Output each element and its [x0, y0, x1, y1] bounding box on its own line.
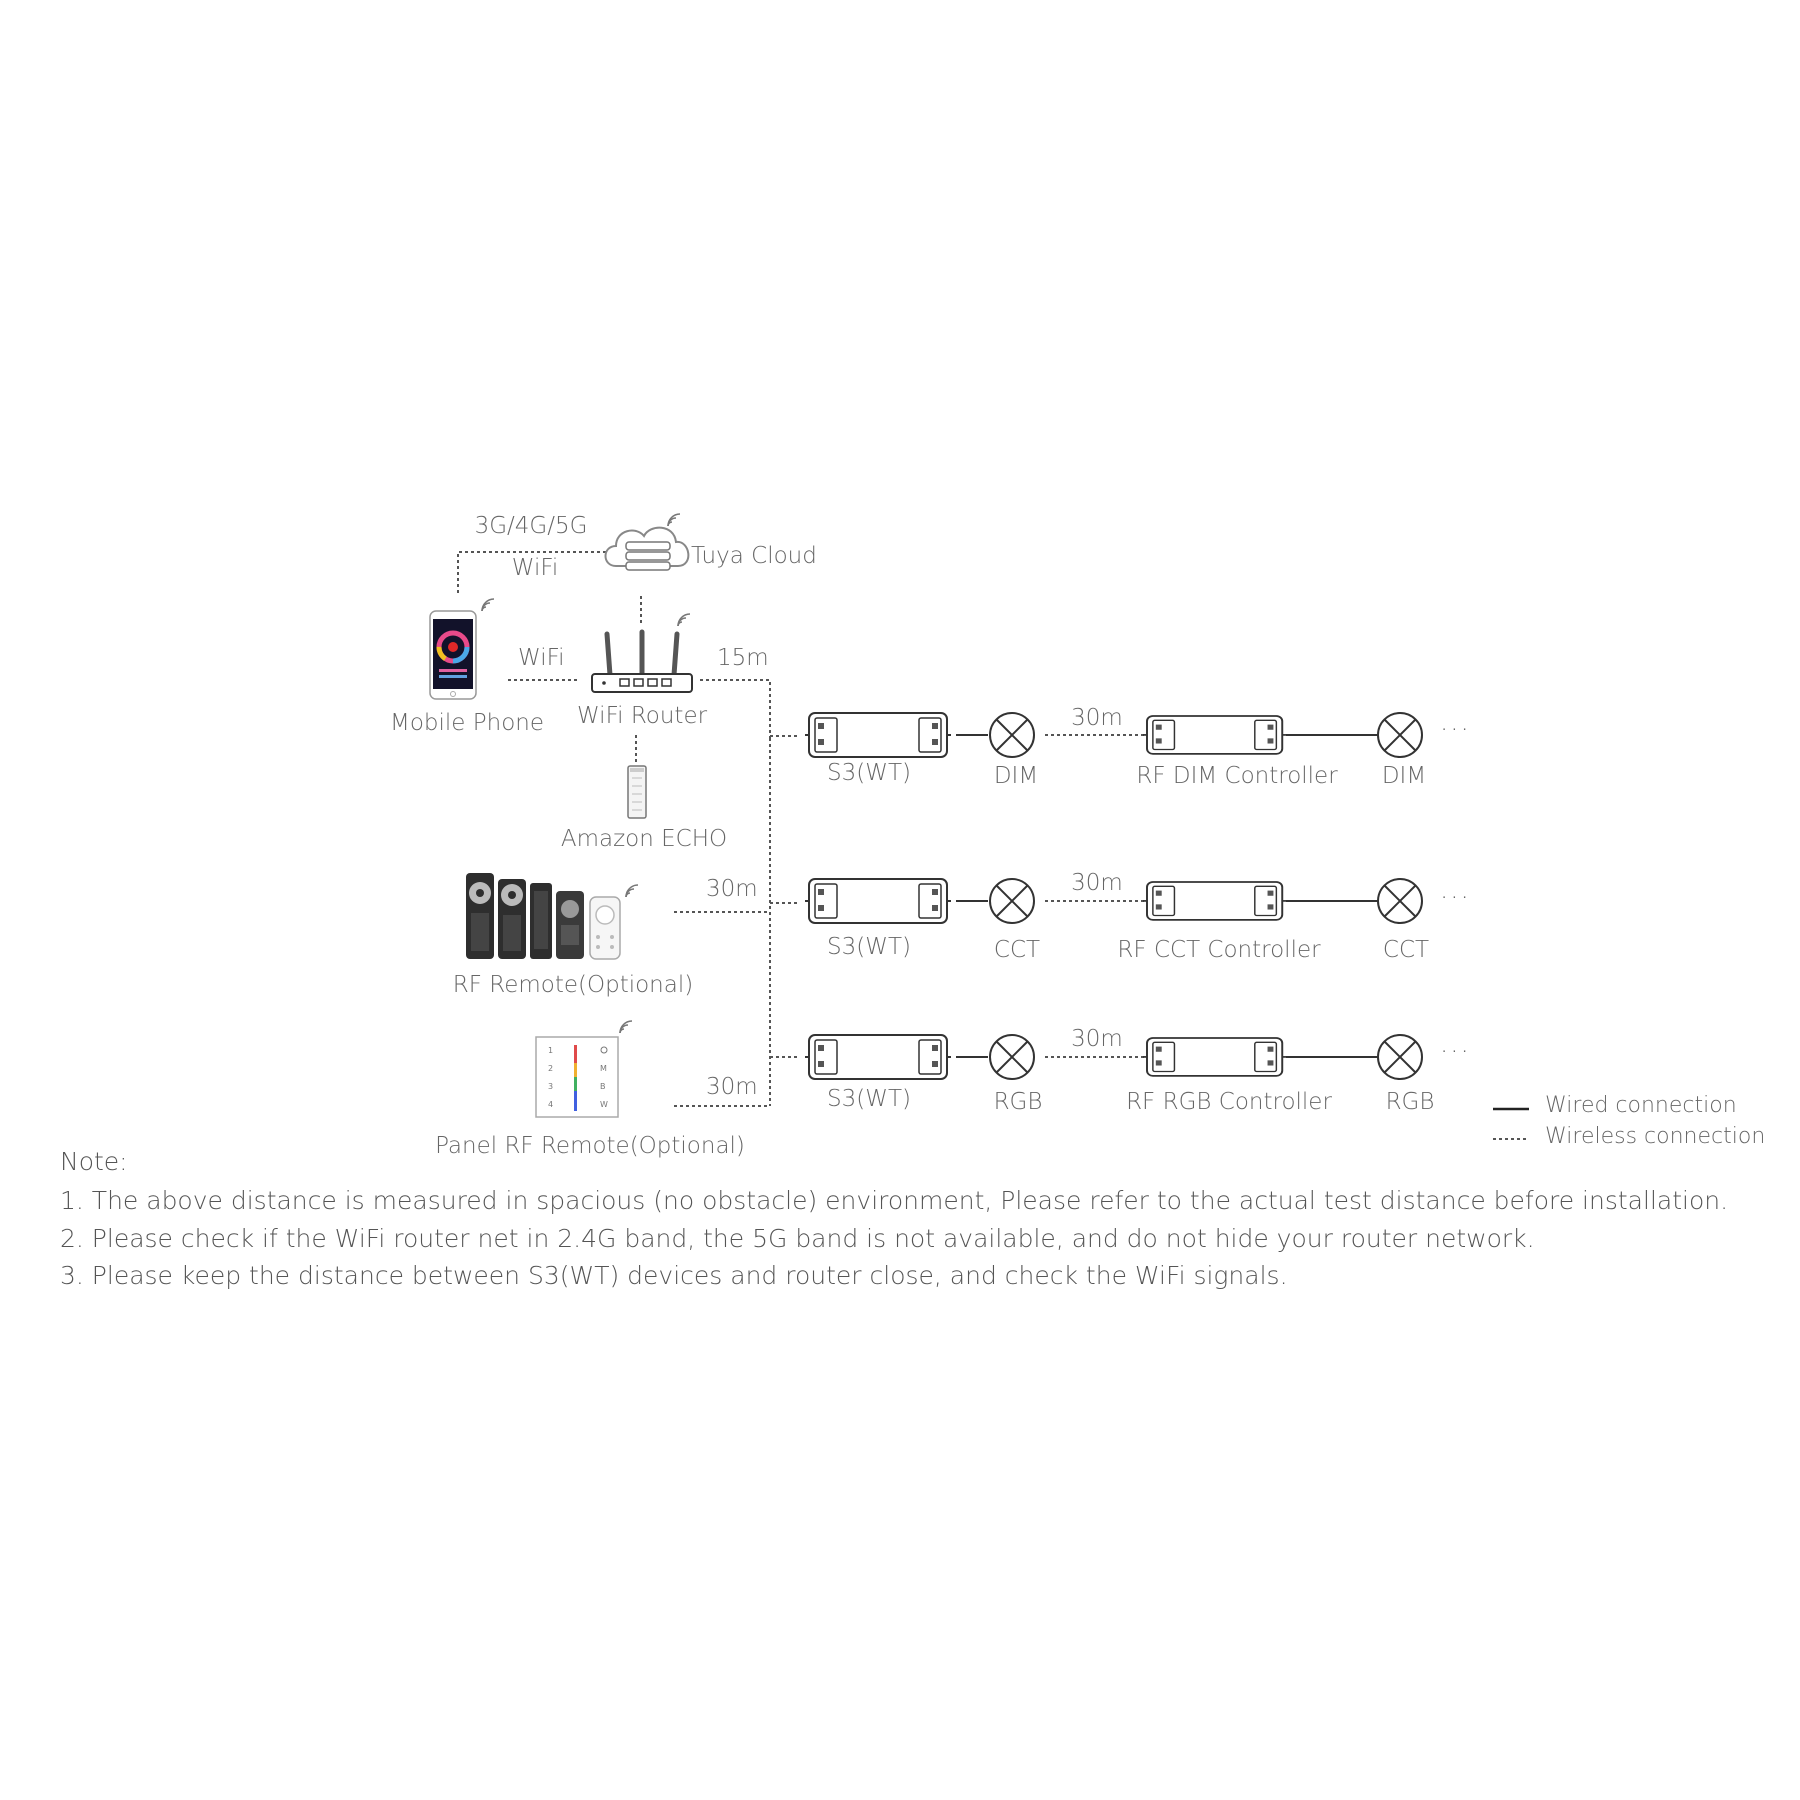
svg-text:3: 3	[548, 1082, 553, 1091]
svg-text:W: W	[600, 1100, 608, 1109]
row3-controller-label: RF RGB Controller	[1126, 1089, 1332, 1115]
cloud-server-icon	[604, 513, 690, 571]
lamp-icon	[989, 712, 1035, 758]
row1-lamp1-label: DIM	[993, 763, 1039, 789]
legend-wired-label: Wired connection	[1545, 1093, 1737, 1118]
controller-box-icon	[804, 712, 952, 758]
tuya-cloud-label: Tuya Cloud	[691, 543, 817, 569]
lamp-icon	[989, 1034, 1035, 1080]
mobile-phone-label: Mobile Phone	[389, 710, 545, 736]
lamp-icon	[1377, 712, 1423, 758]
row2-lamp2-label: CCT	[1382, 937, 1430, 963]
panel-remote-icon: 1 2 3 4 M B W	[535, 1020, 633, 1118]
row3-lamp1-label: RGB	[993, 1089, 1043, 1115]
row1-lamp2-label: DIM	[1381, 763, 1427, 789]
svg-text:M: M	[600, 1064, 607, 1073]
row3-distance-label: 30m	[1071, 1026, 1123, 1052]
svg-text:4: 4	[548, 1100, 553, 1109]
cellular-label: 3G/4G/5G	[474, 513, 588, 539]
svg-text:2: 2	[548, 1064, 553, 1073]
lamp-icon	[1377, 878, 1423, 924]
lamp-icon	[989, 878, 1035, 924]
smartphone-icon	[429, 598, 495, 700]
row2-device-label: S3(WT)	[827, 934, 911, 960]
router-distance-label: 15m	[717, 645, 769, 671]
note-item-1: 1. The above distance is measured in spa…	[60, 1186, 1729, 1215]
svg-text:1: 1	[548, 1046, 553, 1055]
controller-box-icon	[1142, 1037, 1288, 1077]
row2-more-label: ···	[1440, 883, 1471, 913]
legend-wireless-label: Wireless connection	[1545, 1124, 1766, 1149]
row1-more-label: ···	[1440, 715, 1471, 745]
wireless-links	[457, 551, 1529, 1140]
note-item-3: 3. Please keep the distance between S3(W…	[60, 1261, 1288, 1290]
panel-remote-label: Panel RF Remote(Optional)	[435, 1133, 745, 1159]
amazon-echo-label: Amazon ECHO	[560, 826, 728, 852]
row3-device-label: S3(WT)	[827, 1086, 911, 1112]
wifi-top-label: WiFi	[511, 555, 559, 581]
svg-text:B: B	[600, 1082, 606, 1091]
row3-lamp2-label: RGB	[1385, 1089, 1435, 1115]
note-item-2: 2. Please check if the WiFi router net i…	[60, 1224, 1535, 1253]
notes-title: Note:	[60, 1147, 128, 1176]
panel-remote-distance-label: 30m	[706, 1074, 758, 1100]
wifi-router-label: WiFi Router	[576, 703, 708, 729]
controller-box-icon	[804, 878, 952, 924]
row1-controller-label: RF DIM Controller	[1136, 763, 1338, 789]
rf-remote-icon	[466, 873, 639, 960]
lamp-icon	[1377, 1034, 1423, 1080]
row2-distance-label: 30m	[1071, 870, 1123, 896]
controller-box-icon	[1142, 715, 1288, 755]
row1-device-label: S3(WT)	[827, 760, 911, 786]
controller-box-icon	[804, 1034, 952, 1080]
row2-lamp1-label: CCT	[993, 937, 1041, 963]
row3-more-label: ···	[1440, 1037, 1471, 1067]
router-icon	[591, 613, 693, 693]
wired-links	[956, 734, 1529, 1111]
row1-distance-label: 30m	[1071, 705, 1123, 731]
row2-controller-label: RF CCT Controller	[1117, 937, 1321, 963]
rf-remote-label: RF Remote(Optional)	[452, 972, 694, 998]
controller-box-icon	[1142, 881, 1288, 921]
echo-speaker-icon	[627, 765, 647, 819]
wifi-mid-label: WiFi	[518, 645, 565, 671]
rf-remote-distance-label: 30m	[706, 876, 758, 902]
